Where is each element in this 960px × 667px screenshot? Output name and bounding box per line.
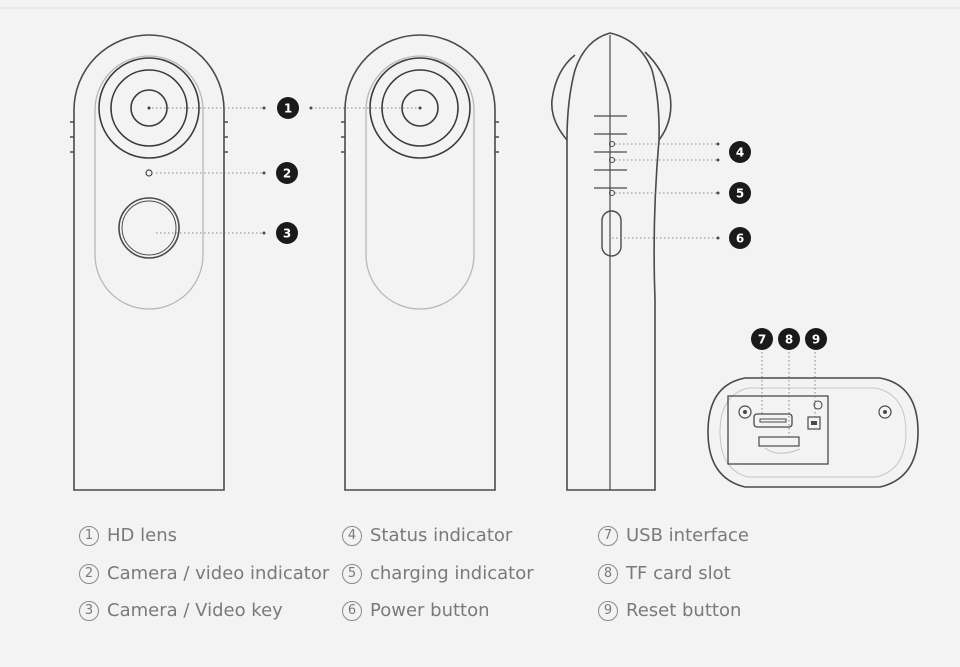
camera-bottom-view	[707, 377, 919, 488]
callout-2: 2	[276, 162, 298, 184]
svg-text:8: 8	[785, 333, 793, 347]
side-lens-bulge-left	[550, 54, 576, 141]
legend-label: charging indicator	[370, 563, 534, 584]
legend-number: 9	[598, 600, 618, 621]
status-indicator-icon	[608, 140, 616, 148]
camera-key-outer	[118, 197, 180, 259]
camera-back-view	[341, 34, 499, 491]
svg-text:4: 4	[736, 146, 744, 160]
side-lens-bulge-right	[644, 51, 672, 141]
svg-text:6: 6	[736, 232, 744, 246]
svg-text:5: 5	[736, 187, 744, 201]
side-body-outline	[566, 32, 660, 491]
svg-text:1: 1	[284, 102, 292, 116]
front-side-ticks	[70, 121, 228, 153]
legend-number: 3	[79, 600, 99, 621]
legend-item-charging-indicator: 5 charging indicator	[342, 563, 534, 584]
back-panel-outline	[365, 55, 475, 310]
front-body-outline	[73, 34, 225, 491]
legend-number: 8	[598, 563, 618, 584]
legend-label: Power button	[370, 600, 490, 621]
callout-4: 4	[729, 141, 751, 163]
screw-left-icon	[738, 405, 752, 419]
charging-indicator-icon	[608, 189, 616, 197]
legend-label: Reset button	[626, 600, 742, 621]
legend-item-camera-video-key: 3 Camera / Video key	[79, 600, 283, 621]
back-lens-ring-middle	[381, 69, 459, 147]
svg-text:2: 2	[283, 167, 291, 181]
tf-card-slot-icon	[758, 436, 800, 447]
lens-center-dot	[147, 106, 151, 110]
reset-button-icon	[807, 416, 821, 430]
callout-1: 1	[277, 97, 299, 119]
front-panel-outline	[94, 55, 204, 310]
legend-item-status-indicator: 4 Status indicator	[342, 525, 512, 546]
legend-number: 6	[342, 600, 362, 621]
legend-number: 2	[79, 563, 99, 584]
camera-key-inner	[121, 200, 177, 256]
svg-text:7: 7	[758, 333, 766, 347]
lens-ring-outer	[98, 57, 200, 159]
legend-label: Camera / video indicator	[107, 563, 330, 584]
back-body-outline	[344, 34, 496, 491]
hd-lens-icon	[130, 89, 168, 127]
tf-card-slot-shadow	[764, 447, 801, 454]
camera-front-view	[70, 34, 228, 491]
legend-item-power-button: 6 Power button	[342, 600, 490, 621]
reset-hole-icon	[813, 400, 823, 410]
callout-3: 3	[276, 222, 298, 244]
callout-5: 5	[729, 182, 751, 204]
leader-lines	[152, 107, 816, 437]
screw-right-icon	[878, 405, 892, 419]
callout-7: 7	[751, 328, 773, 350]
legend-label: HD lens	[107, 525, 177, 546]
legend-label: Status indicator	[370, 525, 513, 546]
lens-ring-middle	[110, 69, 188, 147]
callout-8: 8	[778, 328, 800, 350]
callout-6: 6	[729, 227, 751, 249]
status-indicator-icon-2	[608, 156, 616, 164]
legend-item-usb-interface: 7 USB interface	[598, 525, 749, 546]
legend-label: Camera / Video key	[107, 600, 283, 621]
back-side-ticks	[341, 121, 499, 153]
legend-label: USB interface	[626, 525, 749, 546]
callout-9: 9	[805, 328, 827, 350]
legend-item-camera-video-indicator: 2 Camera / video indicator	[79, 563, 329, 584]
legend-number: 5	[342, 563, 362, 584]
legend-label: TF card slot	[626, 563, 731, 584]
side-vent-lines	[594, 115, 627, 189]
legend-number: 4	[342, 525, 362, 546]
legend-number: 1	[79, 525, 99, 546]
bottom-inner-outline	[719, 387, 907, 478]
power-button-icon	[601, 210, 622, 257]
back-lens-icon	[401, 89, 439, 127]
bottom-body-outline	[707, 377, 919, 488]
callouts: 1 2 3 4 5 6 7	[276, 97, 827, 350]
legend-number: 7	[598, 525, 618, 546]
port-panel	[727, 395, 829, 465]
back-lens-ring-outer	[369, 57, 471, 159]
usb-port-icon	[753, 413, 793, 428]
svg-text:3: 3	[283, 227, 291, 241]
legend-item-tf-card-slot: 8 TF card slot	[598, 563, 731, 584]
camera-side-view	[550, 32, 672, 491]
legend-item-hd-lens: 1 HD lens	[79, 525, 177, 546]
legend-item-reset-button: 9 Reset button	[598, 600, 741, 621]
leader-end-dots	[262, 106, 720, 240]
svg-text:9: 9	[812, 333, 820, 347]
camera-indicator-icon	[145, 169, 153, 177]
usb-port-inner	[759, 418, 787, 423]
